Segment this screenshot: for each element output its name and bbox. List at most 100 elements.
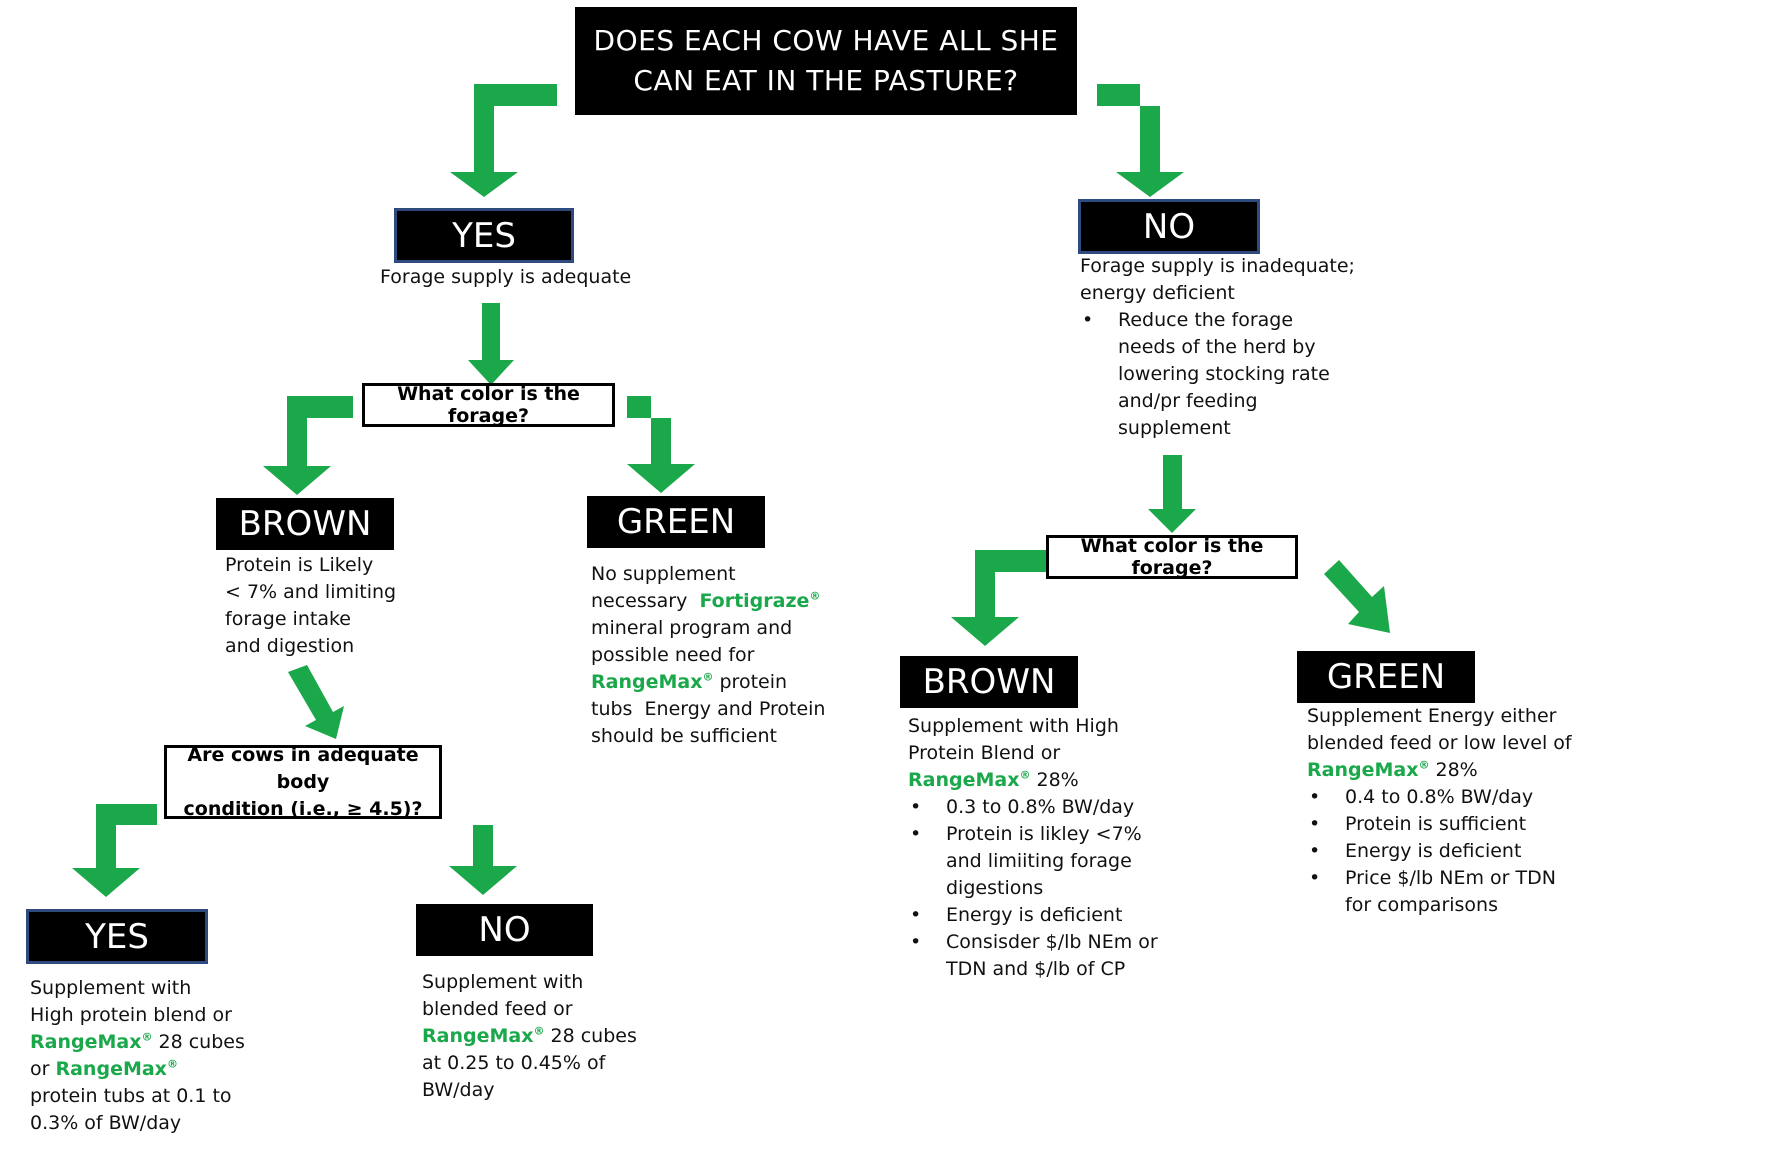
no-bullet-line2: needs of the herd by [1118, 336, 1316, 358]
arrow-body-to-yes [72, 804, 157, 897]
body-yes-line4: or RangeMax® [30, 1056, 270, 1083]
arrow-yes-to-question [468, 303, 514, 385]
fortigraze-brand: Fortigraze® [699, 590, 820, 612]
body-yes-text: Supplement with High protein blend or Ra… [30, 975, 270, 1137]
arrow-question-to-brown [263, 396, 353, 495]
yes-green-line7: should be sufficient [591, 725, 777, 747]
no-brown-bullet: Consisder $/lb NEm or TDN and $/lb of CP [908, 929, 1178, 983]
no-green-label: GREEN [1326, 657, 1446, 697]
no-green-line3: RangeMax® 28% [1307, 757, 1607, 784]
body-no-box: NO [416, 904, 593, 956]
body-condition-line2: condition (i.e., ≥ 4.5)? [183, 797, 423, 820]
yes-green-line3: mineral program and [591, 617, 793, 639]
yes-green-line4: possible need for [591, 644, 755, 666]
arrow-no-to-question [1148, 455, 1196, 533]
body-no-line4: at 0.25 to 0.45% of [422, 1052, 606, 1074]
yes-green-box: GREEN [587, 496, 765, 548]
arrow-question-right-to-green [1324, 560, 1390, 633]
body-condition-line1: Are cows in adequate body [187, 743, 419, 793]
yes-brown-line1: Protein is Likely [225, 554, 374, 576]
yes-green-line5-text: protein [713, 671, 788, 693]
no-note: Forage supply is inadequate; energy defi… [1080, 253, 1380, 442]
body-yes-line1: Supplement with [30, 977, 192, 999]
no-brown-bullets: 0.3 to 0.8% BW/day Protein is likley <7%… [908, 794, 1178, 983]
yes-green-line2-text: necessary [591, 590, 700, 612]
yes-green-line2: necessary Fortigraze® [591, 588, 851, 615]
yes-brown-line4: and digestion [225, 635, 355, 657]
rangemax-brand: RangeMax® [422, 1025, 544, 1047]
registered-mark: ® [141, 1030, 153, 1044]
bullet-dot: • [1082, 309, 1094, 331]
no-brown-bullet: 0.3 to 0.8% BW/day [908, 794, 1178, 821]
registered-mark: ® [702, 670, 714, 684]
arrow-brown-to-body-question [288, 665, 344, 739]
body-no-line5: BW/day [422, 1079, 495, 1101]
yes-label: YES [452, 215, 516, 256]
registered-mark: ® [1019, 768, 1031, 782]
yes-brown-text: Protein is Likely < 7% and limiting fora… [225, 552, 425, 660]
no-green-line1: Supplement Energy either [1307, 705, 1557, 727]
rangemax-brand-name: RangeMax [591, 671, 703, 693]
arrow-body-to-no-visible [449, 804, 517, 895]
rangemax-brand: RangeMax® [908, 769, 1030, 791]
rangemax-brand: RangeMax® [591, 671, 713, 693]
yes-note: Forage supply is adequate [380, 266, 632, 288]
no-brown-bullet: Protein is likley <7% and limiiting fora… [908, 821, 1178, 902]
no-green-box: GREEN [1297, 651, 1475, 703]
no-bullet-line5: supplement [1118, 417, 1231, 439]
no-brown-box: BROWN [900, 656, 1078, 708]
yes-brown-line3: forage intake [225, 608, 351, 630]
body-yes-line6: 0.3% of BW/day [30, 1112, 182, 1134]
body-condition-question: Are cows in adequate body condition (i.e… [164, 743, 442, 820]
no-brown-bullet: Energy is deficient [908, 902, 1178, 929]
yes-box: YES [394, 208, 574, 263]
root-question-box: DOES EACH COW HAVE ALL SHE CAN EAT IN TH… [575, 7, 1077, 115]
body-yes-box: YES [26, 909, 208, 964]
body-no-line3: RangeMax® 28 cubes [422, 1023, 662, 1050]
no-green-bullets: 0.4 to 0.8% BW/day Protein is sufficient… [1307, 784, 1567, 919]
fortigraze-brand-name: Fortigraze [699, 590, 810, 612]
no-label: NO [1142, 206, 1196, 247]
root-question-line2: CAN EAT IN THE PASTURE? [633, 64, 1019, 97]
body-no-line3-text: 28 cubes [544, 1025, 637, 1047]
yes-forage-color-question-text: What color is the forage? [397, 383, 580, 427]
no-green-line3-text: 28% [1429, 759, 1478, 781]
no-forage-color-question-text: What color is the forage? [1080, 535, 1264, 579]
yes-forage-color-question: What color is the forage? [362, 383, 615, 427]
registered-mark: ® [1418, 758, 1430, 772]
arrow-question-to-green [627, 396, 695, 493]
no-bullet-line3: lowering stocking rate [1118, 363, 1330, 385]
no-note-line2: energy deficient [1080, 282, 1235, 304]
no-forage-color-question: What color is the forage? [1046, 535, 1298, 579]
rangemax-brand-name: RangeMax [422, 1025, 534, 1047]
yes-green-line5: RangeMax® protein [591, 669, 851, 696]
yes-brown-label: BROWN [238, 504, 372, 544]
no-box: NO [1078, 199, 1260, 254]
no-brown-line1: Supplement with High [908, 715, 1119, 737]
body-yes-line5: protein tubs at 0.1 to [30, 1085, 232, 1107]
registered-mark: ® [533, 1024, 545, 1038]
no-green-text: Supplement Energy either blended feed or… [1307, 703, 1607, 919]
rangemax-brand-name: RangeMax [1307, 759, 1419, 781]
arrow-root-to-no [1097, 84, 1184, 197]
no-brown-line3-text: 28% [1030, 769, 1079, 791]
no-brown-line3: RangeMax® 28% [908, 767, 1198, 794]
body-yes-line4-text: or [30, 1058, 56, 1080]
yes-green-line1: No supplement [591, 563, 736, 585]
root-question-line1: DOES EACH COW HAVE ALL SHE [593, 24, 1059, 57]
body-yes-line3: RangeMax® 28 cubes [30, 1029, 270, 1056]
rangemax-brand: RangeMax® [1307, 759, 1429, 781]
no-note-bullet: • Reduce the forage needs of the herd by… [1080, 307, 1380, 442]
body-no-line2: blended feed or [422, 998, 573, 1020]
no-green-bullet: Price $/lb NEm or TDN for comparisons [1307, 865, 1567, 919]
yes-green-label: GREEN [616, 502, 736, 542]
body-yes-line3-text: 28 cubes [152, 1031, 245, 1053]
no-green-line2: blended feed or low level of [1307, 732, 1572, 754]
no-bullet-line4: and/pr feeding [1118, 390, 1258, 412]
arrow-question-right-to-brown [951, 550, 1050, 646]
no-green-bullet: 0.4 to 0.8% BW/day [1307, 784, 1567, 811]
no-green-bullet: Energy is deficient [1307, 838, 1567, 865]
yes-brown-line2: < 7% and limiting [225, 581, 397, 603]
